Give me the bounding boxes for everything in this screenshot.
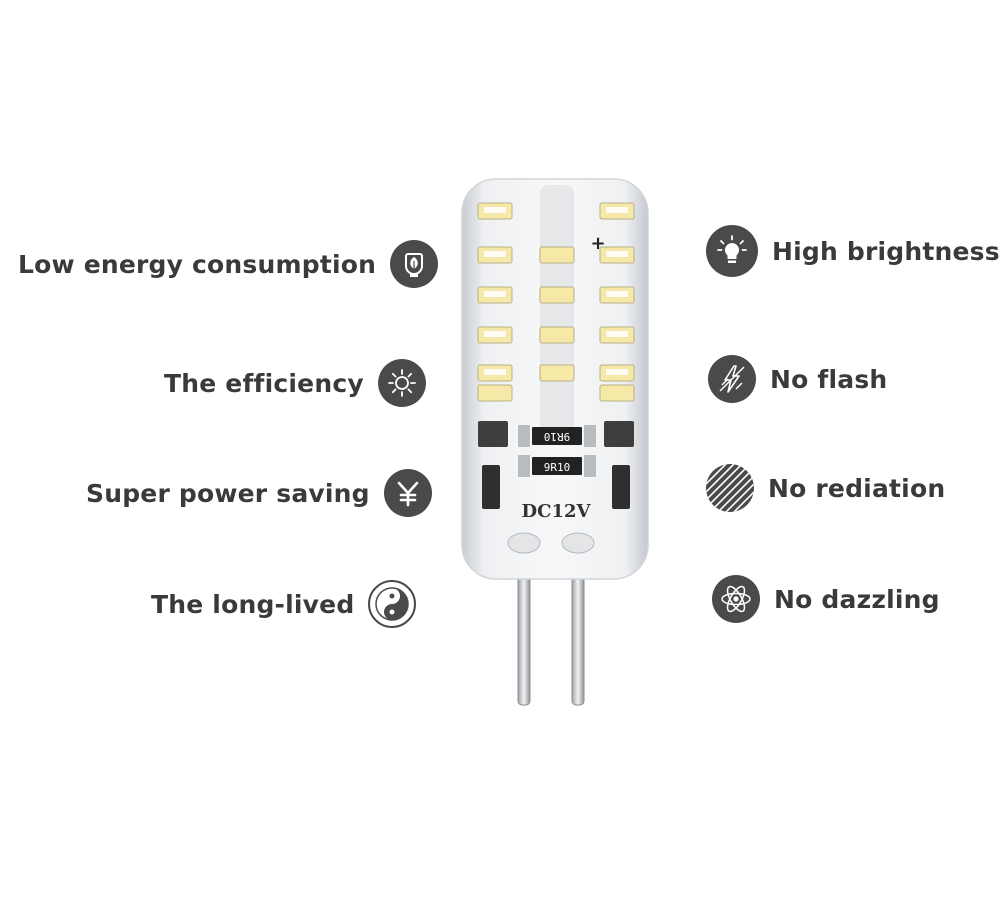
led-chip-grid xyxy=(477,202,635,402)
led-bulb-product: 9R10 9R10 + DC12V xyxy=(448,175,668,715)
voltage-marking: DC12V xyxy=(522,501,592,522)
resistor-code-bottom: 9R10 xyxy=(544,461,571,474)
leaf-bulb-icon xyxy=(390,240,439,288)
feature-label: No flash xyxy=(770,364,888,394)
feature-label: The efficiency xyxy=(164,368,364,398)
feature-label: High brightness xyxy=(772,236,1000,266)
feature-no-radiation: No rediation xyxy=(706,464,945,512)
feature-low-energy: Low energy consumption xyxy=(18,240,439,288)
feature-power-saving: Super power saving xyxy=(86,469,432,517)
feature-label: Super power saving xyxy=(86,478,370,508)
circuit-components xyxy=(478,421,634,509)
no-flash-icon xyxy=(708,355,756,403)
feature-label: The long-lived xyxy=(151,589,355,619)
sun-icon xyxy=(377,359,426,407)
yen-icon xyxy=(383,469,432,517)
resistor-code-top: 9R10 xyxy=(544,430,571,443)
feature-label: No rediation xyxy=(768,473,946,503)
feature-no-dazzling: No dazzling xyxy=(712,575,940,623)
feature-efficiency: The efficiency xyxy=(164,359,426,407)
feature-label: Low energy consumption xyxy=(18,249,377,279)
feature-no-flash: No flash xyxy=(708,355,887,403)
light-bulb-icon xyxy=(706,225,758,277)
atom-icon xyxy=(712,575,760,623)
polarity-mark: + xyxy=(590,233,605,254)
yin-yang-icon xyxy=(368,580,417,628)
feature-high-brightness: High brightness xyxy=(706,225,1000,277)
feature-long-lived: The long-lived xyxy=(151,580,417,628)
feature-label: No dazzling xyxy=(774,584,940,614)
hatched-circle-icon xyxy=(706,464,754,512)
